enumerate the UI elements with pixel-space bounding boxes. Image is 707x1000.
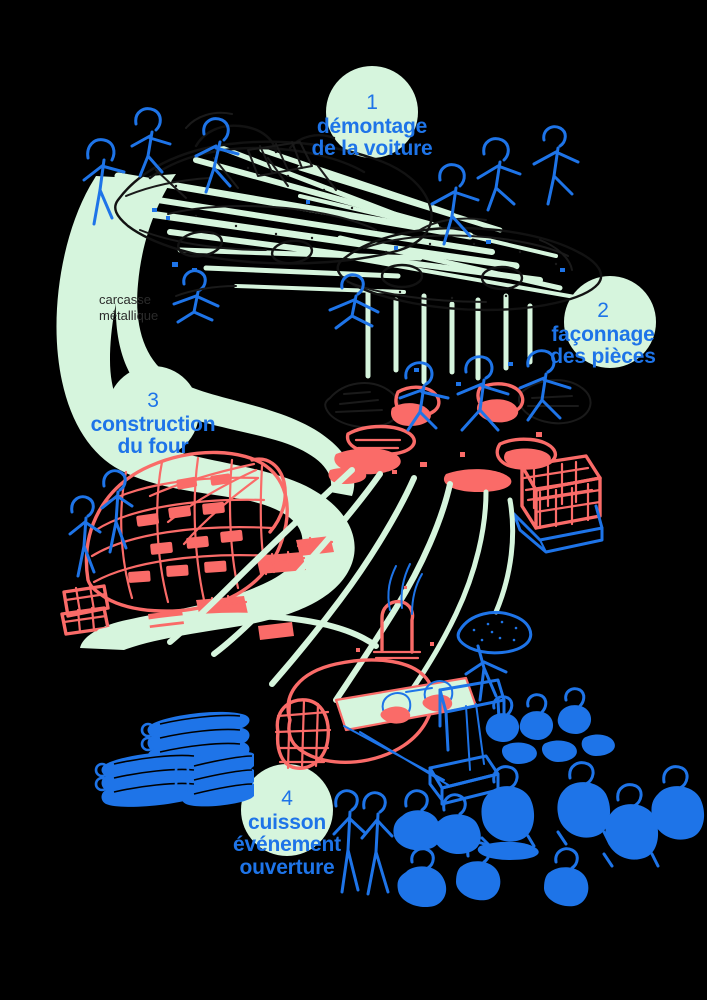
workshop-stage-2	[324, 349, 592, 492]
stage-3-circle	[107, 366, 199, 458]
stage-1-circle	[326, 66, 418, 158]
flame-sparks	[356, 586, 434, 652]
stage-4-circle	[241, 764, 333, 856]
firing-kiln-stage-4	[274, 563, 500, 806]
kiln-construction-stage-3	[60, 450, 334, 640]
mint-drop-lines	[365, 289, 533, 385]
brick-pallet	[512, 454, 604, 554]
crowd-figures	[332, 687, 705, 908]
stage-2-circle	[564, 276, 656, 368]
wire-cage-drawing	[247, 141, 313, 177]
mint-beams	[114, 145, 594, 302]
workers-stage-1	[82, 107, 580, 330]
firewood-stacks	[94, 711, 254, 807]
stage-circles	[107, 66, 656, 856]
annotation-leader	[175, 285, 237, 297]
